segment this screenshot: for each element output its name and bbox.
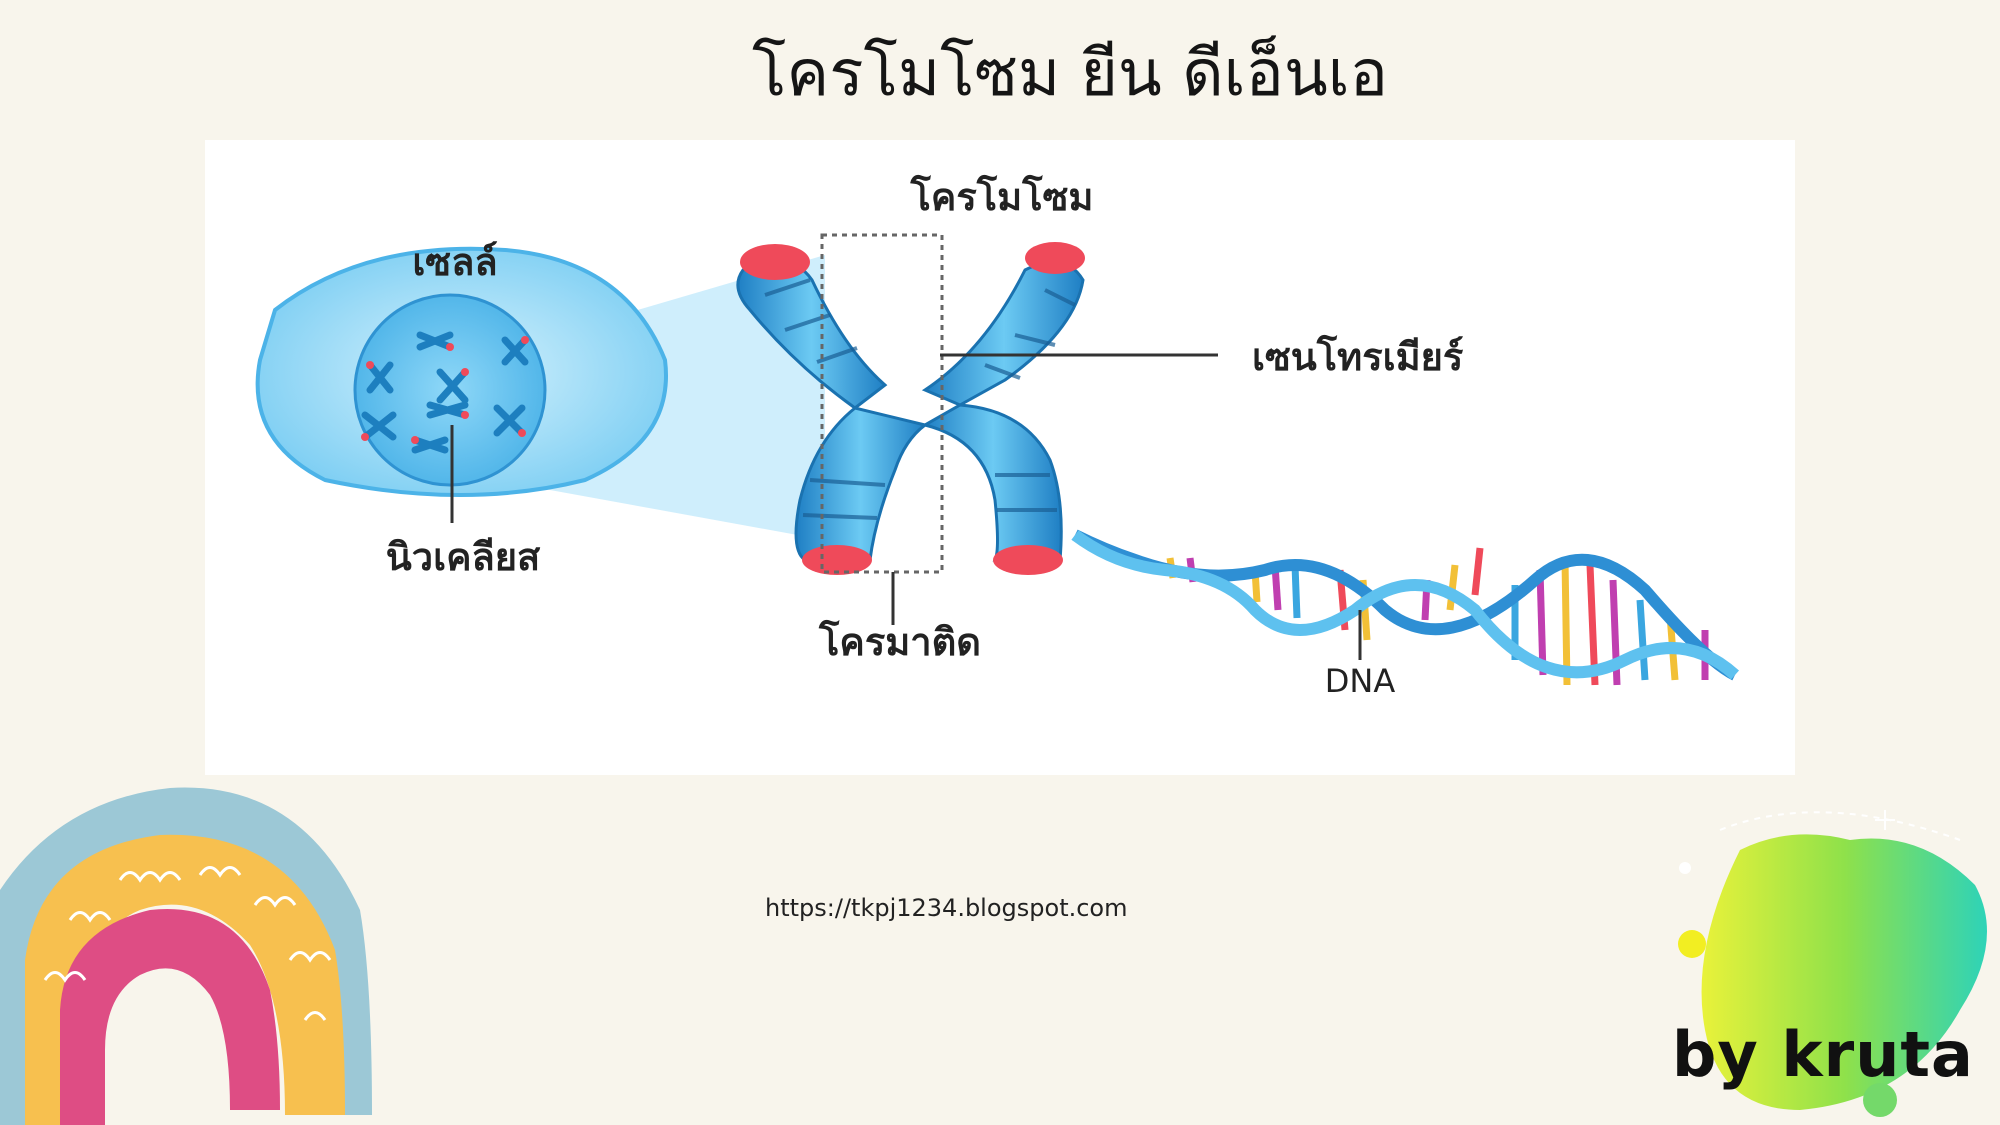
slide-title: โครโมโซม ยีน ดีเอ็นเอ: [752, 37, 1388, 111]
blob-decoration: [1678, 810, 1987, 1117]
chromosome-label: โครโมโซม: [910, 174, 1094, 219]
telomeres: [740, 242, 1085, 575]
rainbow-swirls: [43, 866, 332, 1021]
blog-url: https://tkpj1234.blogspot.com: [765, 894, 1128, 922]
cell-chromosomes: [361, 331, 529, 454]
nucleus-label: นิวเคลียส: [386, 535, 541, 579]
cell-label: เซลล์: [412, 240, 497, 284]
green-dot: [1863, 1083, 1897, 1117]
cell-illustration: [255, 246, 668, 523]
chromatid-box: [820, 233, 944, 574]
dna-helix: [1071, 529, 1740, 686]
diagram-canvas: เซลล์ นิวเคลียส โครโมโซม เซนโทรเมียร์ โค…: [255, 174, 1740, 700]
chromosome-illustration: [736, 233, 1218, 625]
rainbow-decoration: [0, 787, 372, 1125]
centromere-label: เซนโทรเมียร์: [1252, 334, 1464, 379]
dna-label: DNA: [1325, 662, 1396, 700]
author-signature: by kruta: [1672, 1018, 1974, 1091]
yellow-dot: [1678, 930, 1706, 958]
cell-chromosome-tips: [361, 336, 529, 444]
chromosome-diagram: เซลล์ นิวเคลียส โครโมโซม เซนโทรเมียร์ โค…: [205, 140, 1795, 775]
dna-strand-2: [1071, 530, 1740, 680]
chromatid-label: โครมาติด: [818, 619, 981, 664]
